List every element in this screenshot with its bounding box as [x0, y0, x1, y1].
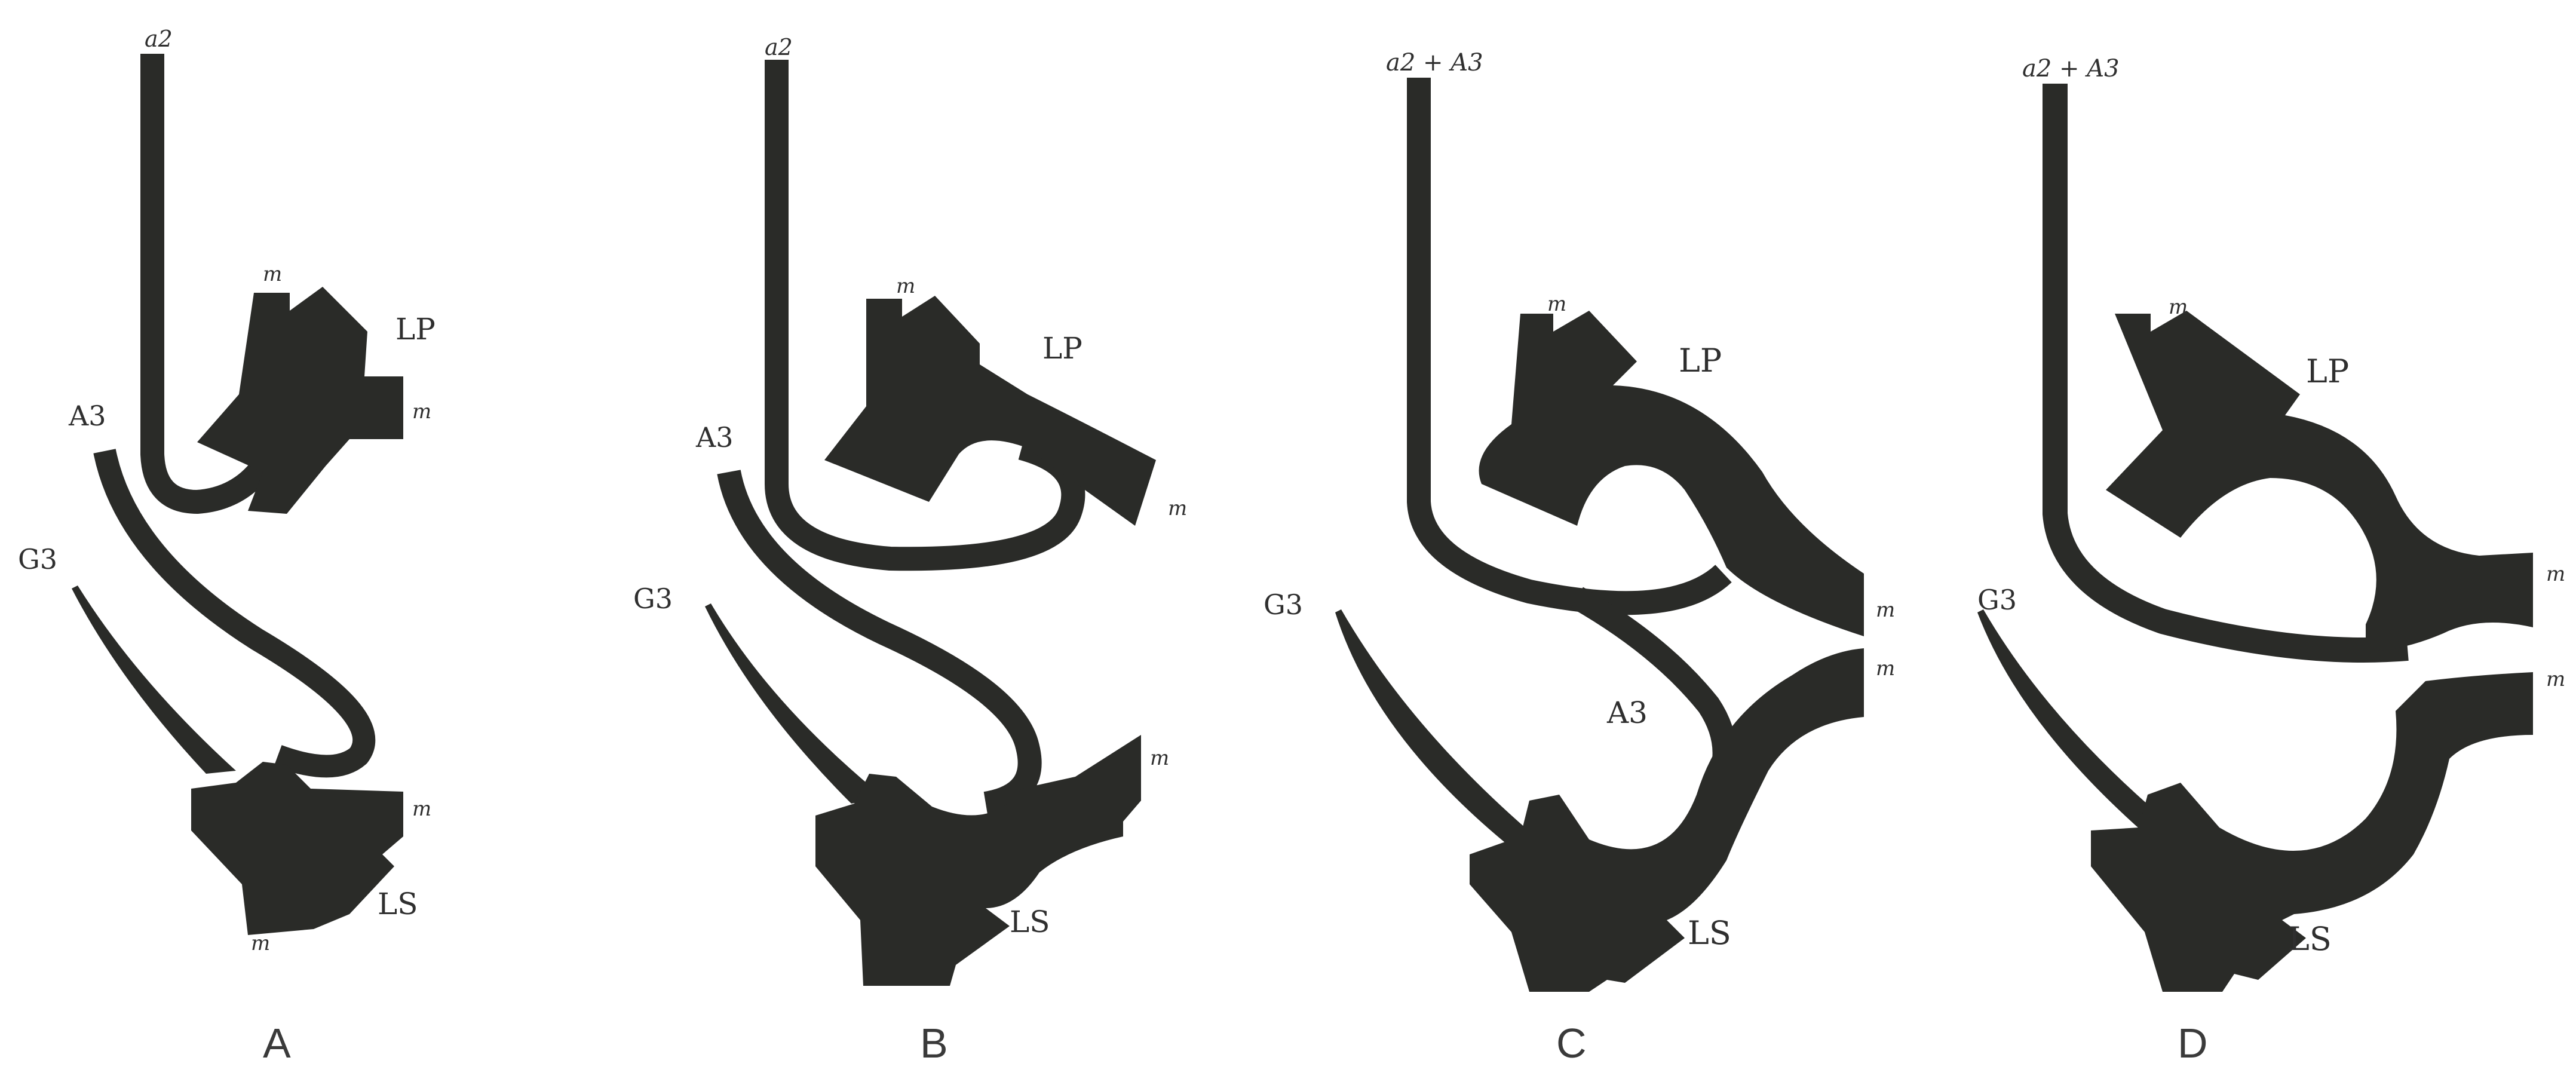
panel-a-m-label-4: m	[251, 931, 270, 955]
panel-c-ls-label: LS	[1688, 914, 1731, 952]
panel-a-lp-label: LP	[395, 312, 436, 347]
panel-d-ls-label: LS	[2288, 920, 2332, 958]
panel-c-top-label: a2 + A3	[1386, 49, 1483, 76]
panel-d-g3-tube	[1977, 609, 2175, 833]
panel-d	[1977, 84, 2533, 992]
panel-b-a3-tube	[729, 472, 1030, 804]
panel-a-m-label-2: m	[412, 400, 431, 424]
panel-d-m-label-1: m	[2169, 295, 2188, 319]
panel-b-g3-tube	[705, 603, 884, 804]
panel-b-m-label-3: m	[1150, 746, 1169, 770]
panel-c-letter: C	[1556, 1020, 1587, 1066]
panel-a-labels: a2 LP LS A3 G3 m m m m A	[18, 26, 436, 1066]
panel-a-m-label-1: m	[263, 262, 282, 286]
panel-b-m-label-1: m	[896, 274, 915, 298]
panel-d-m-label-3: m	[2546, 667, 2565, 691]
panel-a-ls-label: LS	[378, 887, 418, 921]
panel-b-g3-label: G3	[633, 583, 673, 615]
panel-a-ls-blob	[191, 762, 403, 935]
panel-a-letter: A	[263, 1020, 291, 1066]
panel-d-lp-label: LP	[2306, 353, 2349, 390]
panel-b-m-label-2: m	[1168, 496, 1187, 520]
panel-b-ls-label: LS	[1010, 905, 1050, 939]
panel-b	[705, 60, 1156, 986]
panel-c-m-label-2: m	[1876, 598, 1895, 622]
panel-b-letter: B	[920, 1020, 948, 1066]
panel-a-top-label: a2	[145, 26, 173, 52]
panel-a	[72, 54, 403, 935]
panel-c-ls-blob	[1470, 648, 1864, 992]
panel-b-ls-blob	[815, 735, 1141, 986]
panel-d-top-label: a2 + A3	[2022, 55, 2120, 82]
panel-a-g3-label: G3	[18, 543, 57, 575]
panel-c	[1335, 78, 1864, 992]
panel-c-m-label-1: m	[1547, 292, 1566, 316]
panel-c-m-label-3: m	[1876, 657, 1895, 681]
panel-c-a3-label: A3	[1606, 695, 1648, 730]
panel-a-m-label-3: m	[412, 797, 431, 821]
panel-c-g3-tube	[1335, 609, 1535, 845]
panel-a-lp-blob	[197, 287, 403, 514]
panel-d-letter: D	[2178, 1020, 2208, 1066]
panel-d-g3-label: G3	[1977, 584, 2017, 616]
panel-b-lp-blob	[824, 296, 1156, 526]
panel-b-top-label: a2	[765, 34, 793, 60]
panel-c-lp-label: LP	[1679, 342, 1722, 379]
panel-a-a3-label: A3	[68, 400, 106, 432]
panel-b-lp-label: LP	[1042, 331, 1082, 366]
panel-c-g3-label: G3	[1264, 589, 1303, 621]
panel-d-m-label-2: m	[2546, 562, 2565, 586]
panel-c-a3-tube	[1577, 597, 1725, 777]
panel-b-a3-label: A3	[695, 421, 734, 453]
